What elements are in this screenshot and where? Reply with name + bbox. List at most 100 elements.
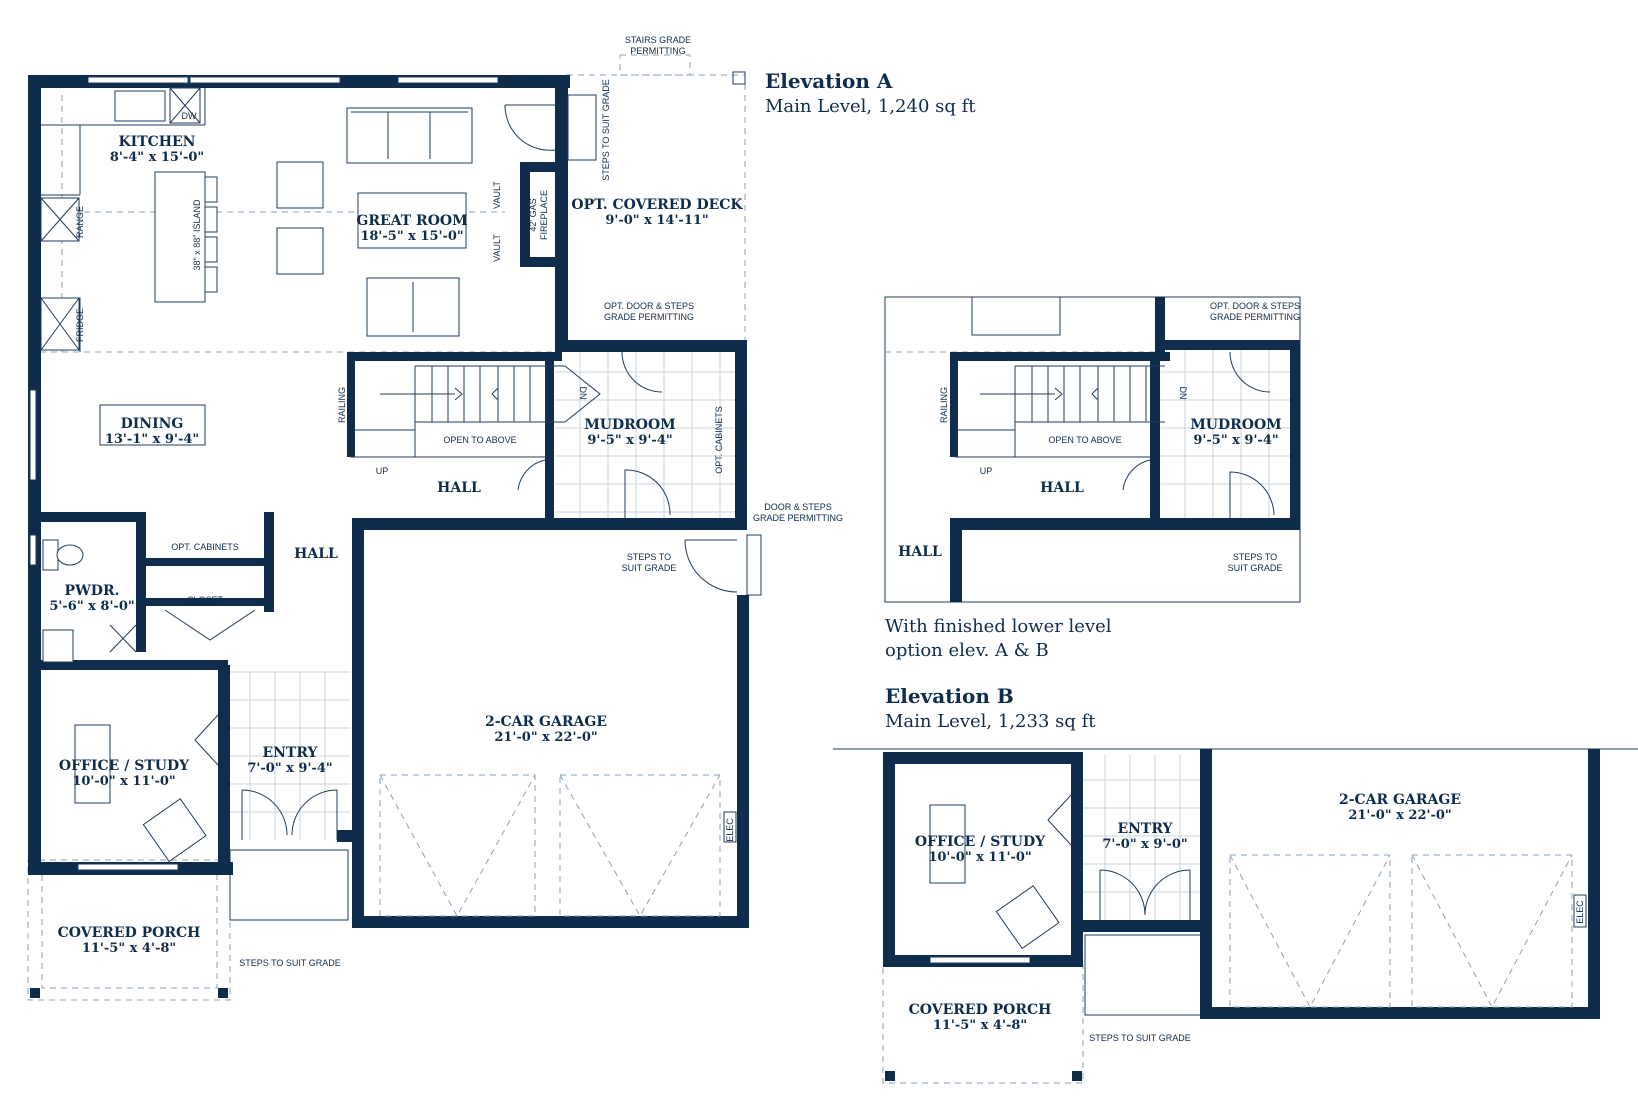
wall-closet-north [146, 558, 274, 566]
window-great-room [397, 76, 499, 84]
island-note: 38" x 88" ISLAND [192, 199, 202, 270]
b-porch-dims: 11'-5" x 4'-8" [933, 1018, 1027, 1033]
garage-label: 2-CAR GARAGE [485, 714, 607, 730]
up-note: UP [376, 466, 389, 476]
deck-stairs-outline [619, 54, 691, 76]
inset-steps-note: STEPS TO [1233, 552, 1277, 562]
lower-option-caption: With finished lower level [885, 616, 1112, 637]
mudroom-inner-door [517, 459, 546, 491]
opt-cabinets-note: OPT. CABINETS [171, 542, 239, 552]
b-porch-post-right [1072, 1071, 1082, 1081]
elevation-a-title: Elevation A [765, 69, 893, 93]
garage-side-door [684, 539, 738, 593]
kitchen-counters [41, 88, 206, 352]
b-entry-label: ENTRY [1117, 821, 1173, 837]
inset-opt-door-note: OPT. DOOR & STEPS [1210, 301, 1300, 311]
kitchen-island [154, 171, 206, 303]
b-elec-note: ELEC [1575, 900, 1585, 924]
powder-label: PWDR. [65, 583, 120, 599]
toilet-tank [42, 539, 59, 571]
inset-wall-g [955, 518, 1300, 530]
entry-tile [225, 671, 350, 840]
garage-door-left-lines [379, 774, 536, 918]
toilet-icon [56, 544, 84, 566]
dining-dims: 13'-1" x 9'-4" [105, 432, 199, 447]
vault-label-top: VAULT [492, 181, 502, 209]
b-entry-double-door [1099, 869, 1191, 920]
office-door [194, 714, 219, 766]
deck-post [732, 71, 746, 85]
b-porch-label: COVERED PORCH [909, 1002, 1052, 1018]
deck-steps [567, 94, 597, 161]
hall-lower-label: HALL [294, 546, 338, 562]
opt-door-note: OPT. DOOR & STEPS [604, 301, 694, 311]
wall-garage-east [737, 595, 749, 928]
b-wall-garage-south [1200, 1007, 1600, 1019]
inset-stairs [955, 365, 1165, 458]
wall-powder-east [136, 512, 146, 652]
elevation-a-plan: KITCHEN 8'-4" x 15'-0" GREAT ROOM 18'-5"… [27, 35, 976, 1001]
inset-mudroom-dims: 9'-5" x 9'-4" [1193, 433, 1278, 448]
entry-dims: 7'-0" x 9'-4" [247, 761, 332, 776]
lower-level-option-plan: MUDROOM 9'-5" x 9'-4" HALL HALL OPT. DOO… [884, 296, 1301, 661]
wall-mudroom-east [735, 340, 747, 525]
b-window-office [929, 956, 1031, 964]
great-room-label: GREAT ROOM [356, 213, 467, 229]
vault-label-bottom: VAULT [492, 234, 502, 262]
inset-steps-note-2: SUIT GRADE [1228, 563, 1283, 573]
closet-doors [164, 609, 256, 641]
dining-label: DINING [121, 416, 184, 432]
b-garage-door-right [1411, 854, 1573, 1008]
b-garage-dims: 21'-0" x 22'-0" [1348, 808, 1451, 823]
fridge-cross [40, 297, 80, 351]
b-garage-label: 2-CAR GARAGE [1339, 792, 1461, 808]
range-cross [40, 197, 80, 242]
garage-door-swing [624, 469, 671, 518]
railing-note: RAILING [337, 387, 347, 423]
porch-post-left [30, 988, 40, 998]
b-garage-door-left [1229, 854, 1391, 1008]
inset-garage-door-swing [1229, 471, 1275, 518]
inset-up-note: UP [980, 466, 993, 476]
dw-note: DW [182, 111, 197, 121]
opt-door-note-2: GRADE PERMITTING [604, 312, 694, 322]
fireplace-bottom [520, 257, 555, 267]
window-kitchen [87, 76, 189, 84]
inset-sofa-icon [971, 296, 1061, 336]
powder-door [109, 624, 137, 653]
steps-suit-note: STEPS TO [627, 552, 671, 562]
desk-icon [74, 724, 111, 804]
b-wall-office-west [883, 752, 895, 967]
garage-door-right [559, 774, 721, 917]
dining-table [99, 404, 206, 446]
opt-cabinets-vertical-note: OPT. CABINETS [714, 406, 724, 474]
fireplace-note: 42' GAS [528, 198, 538, 231]
coffee-table-icon [357, 192, 467, 249]
kitchen-label: KITCHEN [119, 134, 196, 150]
powder-dims: 5'-6" x 8'-0" [49, 599, 134, 614]
b-office-dims: 10'-0" x 11'-0" [928, 850, 1031, 865]
wall-office-east [218, 665, 230, 870]
wall-garage-west [352, 518, 364, 928]
stool-icon [204, 176, 218, 203]
wall-closet-south [146, 598, 274, 606]
deck-door-swing [504, 104, 556, 151]
wall-garage-south [352, 916, 749, 928]
armchair-icon [142, 798, 207, 863]
wall-stair-west [347, 352, 355, 457]
inset-wall-c [1290, 340, 1300, 520]
great-room-dims: 18'-5" x 15'-0" [360, 229, 463, 244]
deck-label: OPT. COVERED DECK [571, 197, 743, 213]
mudroom-door-swing [621, 351, 663, 393]
closet-note: CLOSET [187, 595, 224, 605]
elevation-b-subtitle: Main Level, 1,233 sq ft [885, 711, 1096, 732]
elec-note: ELEC [725, 818, 735, 842]
vanity-icon [42, 629, 74, 663]
sofa-cushions [351, 111, 468, 159]
mudroom-dims: 9'-5" x 9'-4" [587, 433, 672, 448]
b-entry-tile [1080, 755, 1210, 920]
inset-inner-door [1122, 459, 1151, 491]
inset-wall-h [950, 518, 962, 602]
mudroom-label: MUDROOM [584, 417, 675, 433]
